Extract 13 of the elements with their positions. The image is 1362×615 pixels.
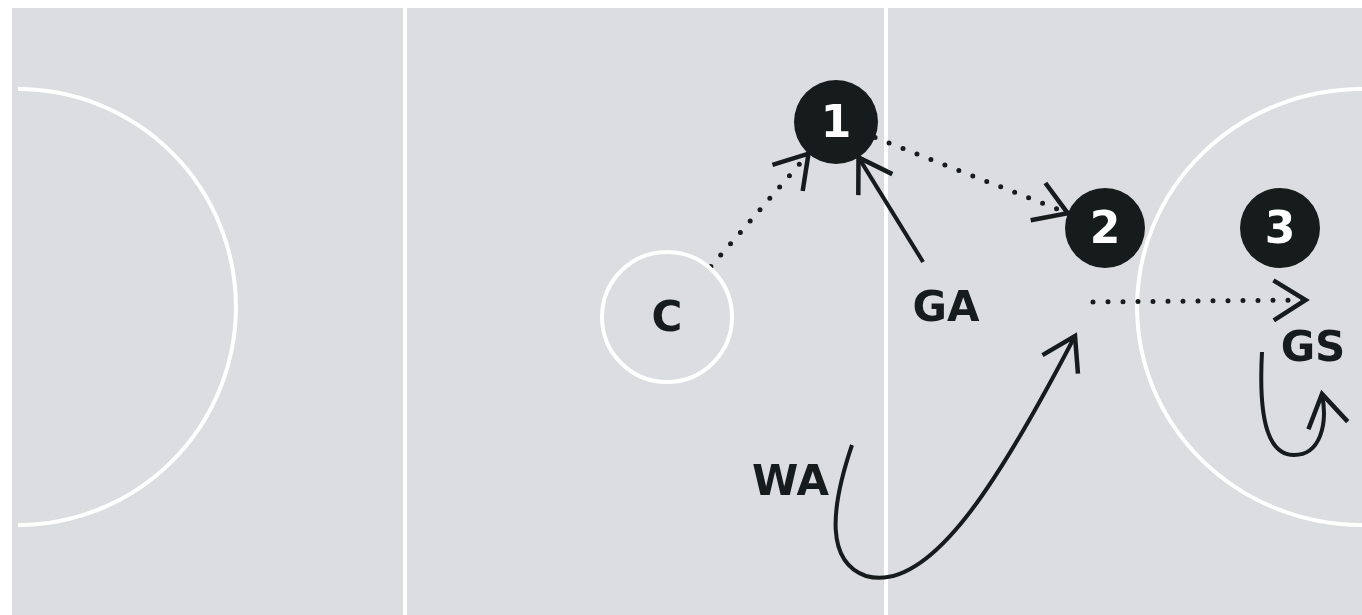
dotted-arrow <box>1090 278 1309 323</box>
marker-label: 2 <box>1089 206 1121 250</box>
marker-label: C <box>651 296 683 338</box>
dotted-arrow <box>872 134 1071 223</box>
arrow <box>833 333 1080 580</box>
marker-label: 1 <box>820 100 852 144</box>
arrow <box>856 155 925 264</box>
arrow <box>1259 351 1349 457</box>
marker-label: 3 <box>1264 206 1296 250</box>
dotted-arrow <box>708 151 811 269</box>
player-label: GS <box>1280 326 1346 368</box>
player-label: WA <box>752 460 829 502</box>
player-label: GA <box>912 286 980 328</box>
